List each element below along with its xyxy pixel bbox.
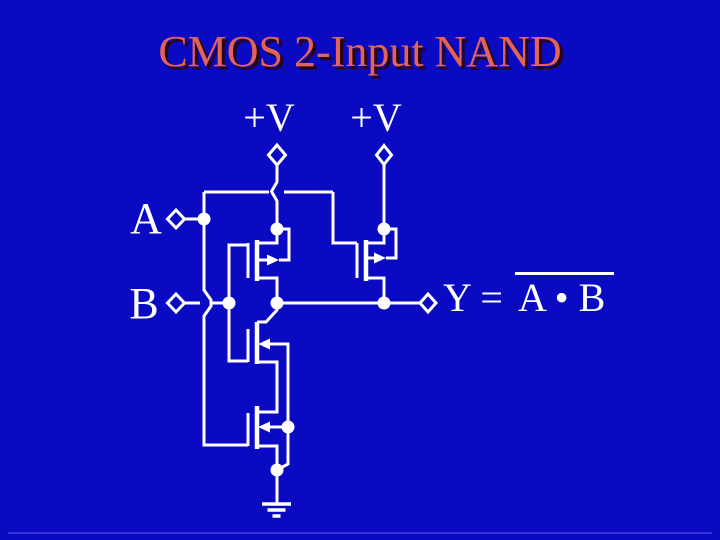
pmos1-gate-lead-wire	[227, 243, 248, 303]
pmos1-body-arrow-icon	[267, 254, 279, 266]
gate-bars	[246, 243, 359, 446]
input-b-label: B	[129, 279, 159, 328]
pmos2-gate-lead-wire	[331, 192, 357, 245]
output-left-junction-dot	[270, 296, 284, 310]
nmos2-body-arrow-icon	[258, 421, 270, 433]
output-right-junction-dot	[377, 296, 391, 310]
nmos1-nmos2-series-wire	[257, 360, 279, 414]
pmos1-source-junction-dot	[270, 222, 284, 236]
vdd-left-terminal-diamond-icon	[266, 142, 288, 168]
nmos2-body-junction-dot	[281, 420, 295, 434]
vdd-right-label: +V	[350, 95, 402, 140]
input-b-terminal-diamond-icon	[165, 291, 187, 315]
terminal-diamonds	[165, 142, 439, 315]
body-arrows	[258, 252, 386, 433]
pmos2-body-arrow-icon	[374, 252, 386, 264]
pmos2-drain-stub-wire	[366, 276, 386, 303]
slide-bottom-rule	[8, 532, 712, 534]
channel-bars	[254, 240, 369, 449]
vdd-left-drop-wire	[269, 165, 279, 229]
input-a-terminal-diamond-icon	[165, 207, 187, 231]
output-terminal-diamond-icon	[417, 291, 439, 315]
nmos1-body-arrow-icon	[258, 338, 270, 350]
pmos1-drain-stub-wire	[257, 276, 279, 303]
output-equation-prefix: Y =	[443, 275, 513, 320]
b-gate-junction-dot	[222, 296, 236, 310]
junction-dots	[197, 212, 391, 477]
output-equation: Y = A • B	[443, 272, 615, 320]
terminal-diamonds-fill	[165, 142, 439, 315]
output-equation-overbar: A • B	[514, 272, 615, 318]
pmos2-source-junction-dot	[377, 222, 391, 236]
wires	[184, 164, 420, 503]
slide-title: CMOS 2-Input NAND	[158, 27, 562, 76]
nmos2-source-ground-wire	[257, 444, 279, 503]
a-net-vertical-wire	[202, 192, 248, 447]
ground-icon	[262, 502, 291, 518]
input-a-label: A	[130, 194, 162, 243]
ground-junction-dot	[270, 463, 284, 477]
vdd-left-label: +V	[243, 95, 295, 140]
a-input-junction-dot	[197, 212, 211, 226]
vdd-right-terminal-diamond-icon	[374, 143, 394, 167]
b-net-vertical-wire	[227, 303, 248, 363]
